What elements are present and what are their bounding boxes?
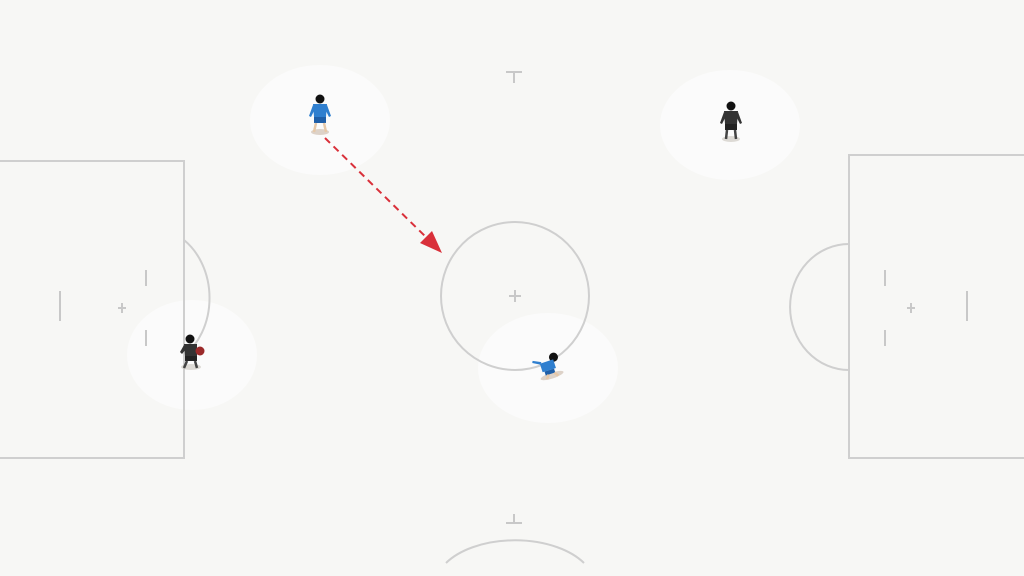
ball-icon xyxy=(195,346,205,356)
right-penalty-box xyxy=(848,154,1024,459)
player-shorts xyxy=(544,368,556,376)
player-head xyxy=(548,352,558,362)
player-blue-receiver[interactable] xyxy=(531,351,564,383)
left-penalty-box xyxy=(0,160,185,459)
player-shorts xyxy=(185,356,197,361)
player-legs xyxy=(545,371,560,380)
player-arms xyxy=(180,345,186,354)
player-dark-goalkeeper[interactable] xyxy=(180,334,205,371)
pass-arrow xyxy=(324,137,442,253)
player-legs xyxy=(724,129,738,140)
player-arms xyxy=(532,360,542,365)
player-shadow xyxy=(722,136,740,142)
player-shirt xyxy=(724,111,738,124)
player-legs xyxy=(312,122,328,133)
pass-arrowhead-icon xyxy=(420,231,442,253)
player-shirt xyxy=(184,344,197,356)
pass-arrow-line xyxy=(324,137,431,242)
player-shorts xyxy=(314,117,326,123)
player-blue-passer[interactable] xyxy=(309,94,331,136)
player-arms xyxy=(720,112,742,124)
player-shorts xyxy=(725,124,737,130)
center-circle xyxy=(440,221,590,371)
left-penalty-arc xyxy=(183,239,211,357)
player-dark-defender[interactable] xyxy=(720,101,742,143)
player-head xyxy=(726,101,736,111)
player-arms xyxy=(309,105,331,117)
player-shirt xyxy=(539,359,556,373)
player-legs xyxy=(182,360,199,369)
right-penalty-arc xyxy=(789,243,850,371)
player-shirt xyxy=(313,104,327,117)
bottom-center-arc xyxy=(445,539,585,564)
player-head xyxy=(185,334,195,344)
player-head xyxy=(315,94,325,104)
